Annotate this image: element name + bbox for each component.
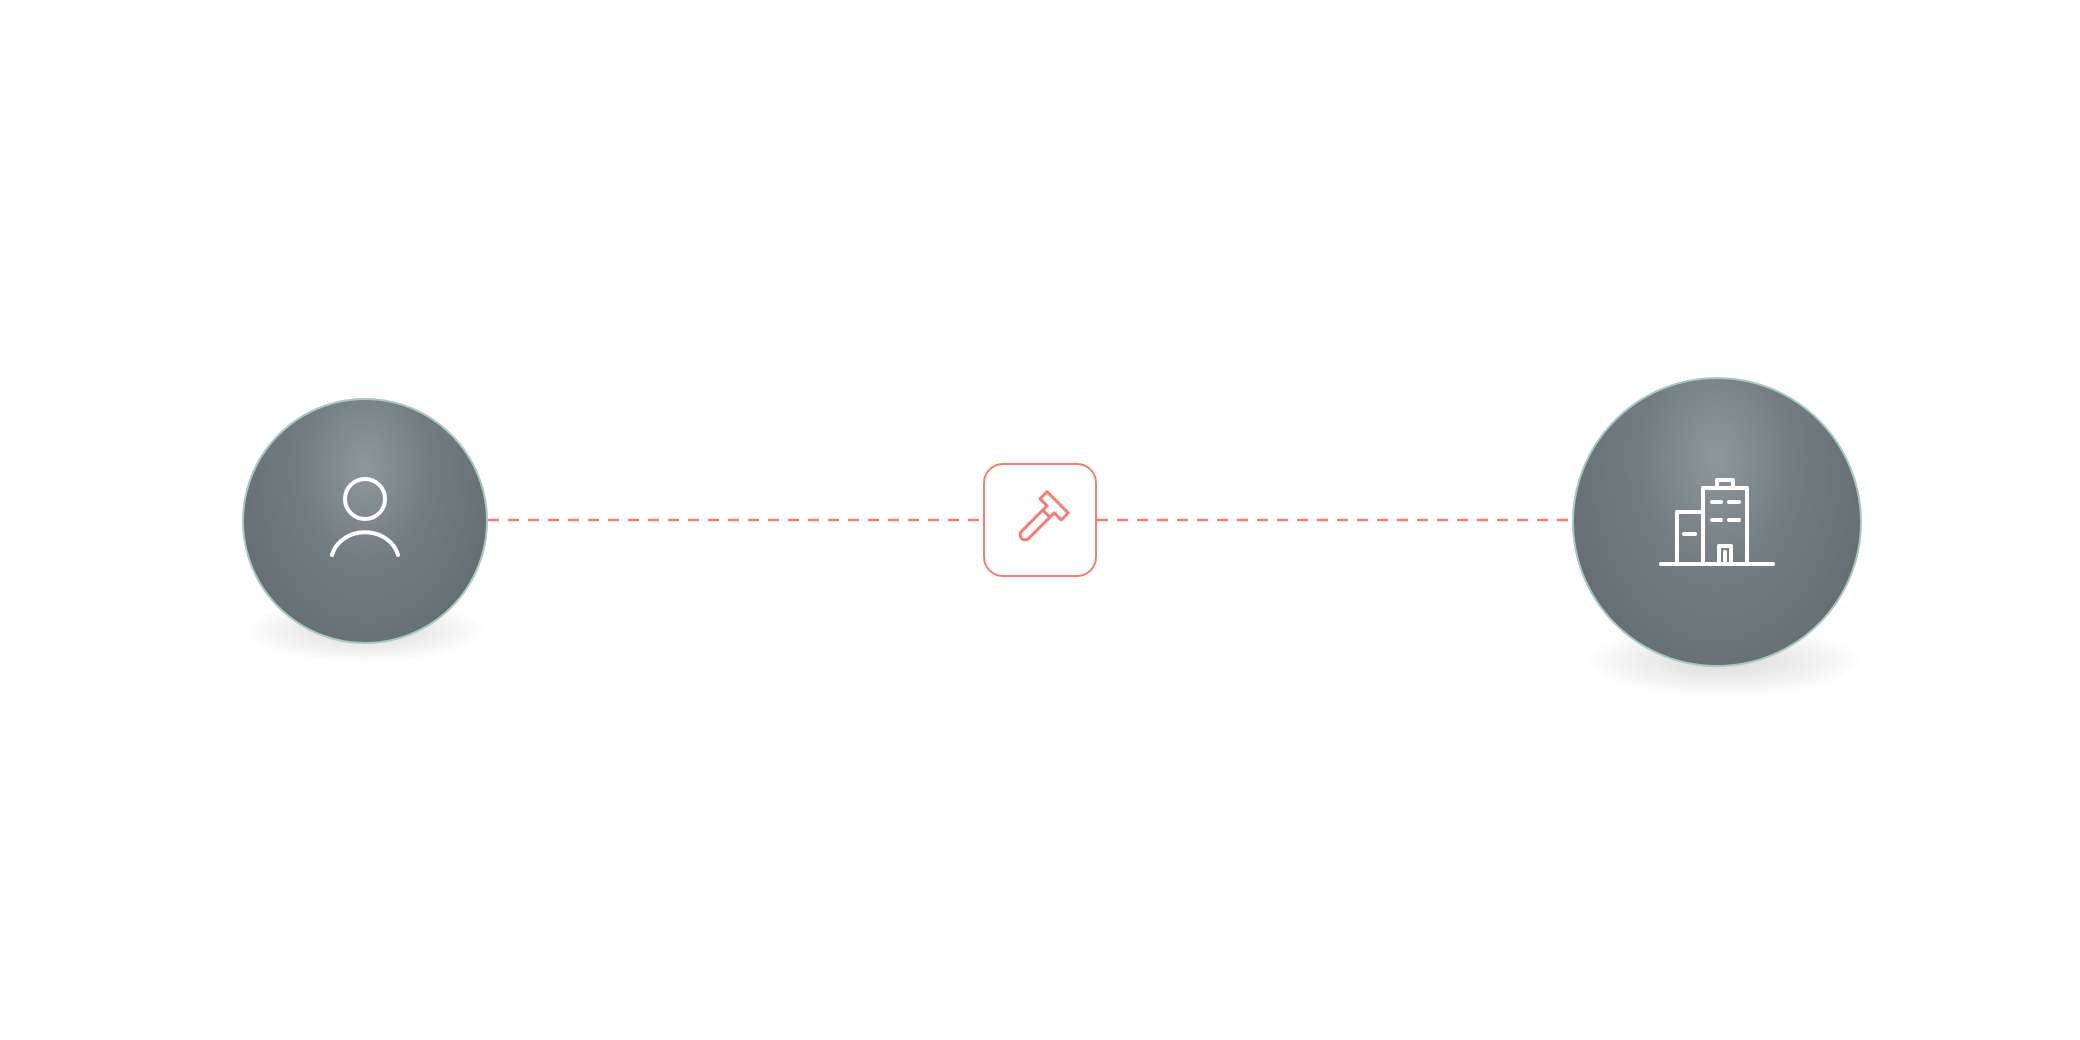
user-icon: [330, 477, 400, 557]
hammer-connector-box[interactable]: [983, 463, 1097, 577]
building-icon: [1659, 478, 1775, 566]
hammer-icon: [1018, 490, 1070, 542]
user-node[interactable]: [242, 398, 488, 644]
organization-node[interactable]: [1572, 377, 1862, 667]
